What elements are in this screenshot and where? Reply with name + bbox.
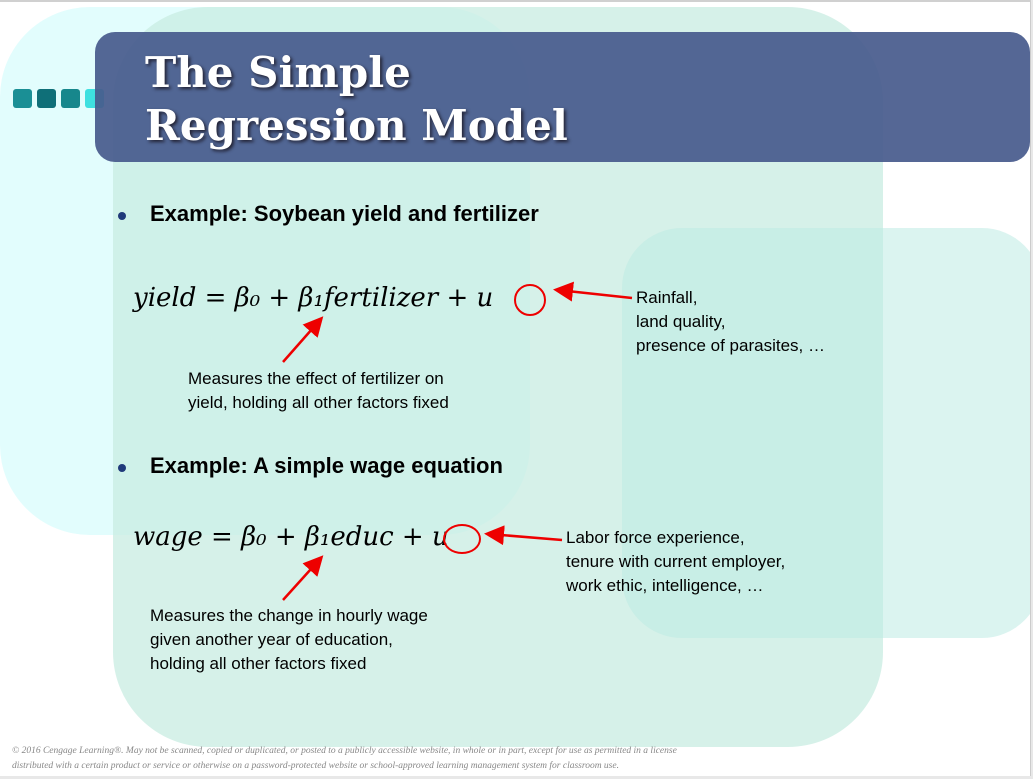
example2-heading: Example: A simple wage equation: [150, 453, 503, 478]
bullet: [118, 464, 126, 472]
note-line: presence of parasites, …: [636, 336, 825, 355]
note-line: Measures the change in hourly wage: [150, 606, 428, 625]
note-line: Rainfall,: [636, 288, 698, 307]
example2-beta-note: Measures the change in hourly wage given …: [150, 604, 428, 676]
decor-square: [13, 89, 32, 108]
example1-beta-note: Measures the effect of fertilizer on yiel…: [188, 367, 449, 415]
arrow: [553, 281, 633, 302]
note-line: Labor force experience,: [566, 528, 745, 547]
title-bar: [95, 32, 1030, 162]
arrow: [484, 525, 563, 546]
note-line: land quality,: [636, 312, 726, 331]
note-line: tenure with current employer,: [566, 552, 786, 571]
background-shape: [622, 228, 1030, 638]
example2-error-note: Labor force experience, tenure with curre…: [566, 526, 785, 598]
arrow: [282, 555, 324, 601]
title-line: The Simple: [145, 48, 411, 97]
note-line: work ethic, intelligence, …: [566, 576, 764, 595]
copyright-line: distributed with a certain product or se…: [12, 761, 619, 771]
decor-square: [37, 89, 56, 108]
bullet: [118, 212, 126, 220]
note-line: Measures the effect of fertilizer on: [188, 369, 444, 388]
example1-error-note: Rainfall, land quality, presence of parasi…: [636, 286, 825, 358]
example1-equation: yield = β₀ + β₁fertilizer + u: [133, 283, 494, 313]
title-line: Regression Model: [145, 101, 568, 150]
copyright-line: © 2016 Cengage Learning®. May not be sca…: [12, 746, 677, 756]
note-line: yield, holding all other factors fixed: [188, 393, 449, 412]
copyright-notice: © 2016 Cengage Learning®. May not be sca…: [12, 744, 1012, 774]
example2-equation: wage = β₀ + β₁educ + u: [133, 522, 449, 552]
error-term-circle: [443, 524, 481, 554]
note-line: holding all other factors fixed: [150, 654, 367, 673]
decor-square: [61, 89, 80, 108]
arrow: [282, 316, 324, 363]
error-term-circle: [514, 284, 546, 316]
example1-heading: Example: Soybean yield and fertilizer: [150, 201, 539, 226]
note-line: given another year of education,: [150, 630, 393, 649]
